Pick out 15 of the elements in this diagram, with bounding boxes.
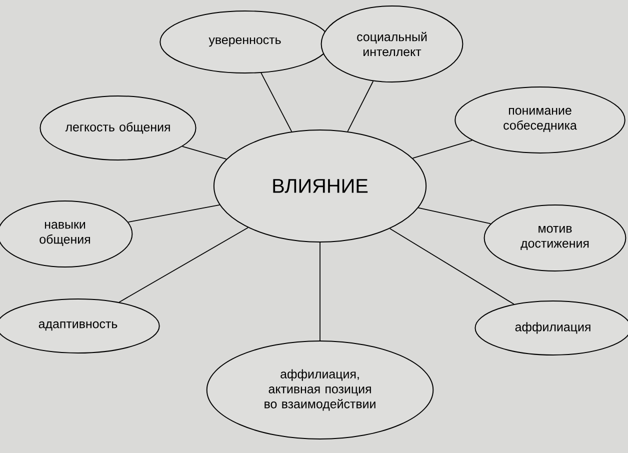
connector-line [182,146,227,160]
connector-line [347,80,374,132]
ellipse-node: мотив достижения [484,204,626,272]
ellipse-node: уверенность [160,10,330,74]
ellipse-node: социальный интеллект [320,6,464,82]
ellipse-node: легкость общения [40,96,196,160]
ellipse-node: ВЛИЯНИЕ [213,130,427,242]
connector-line [412,140,473,159]
ellipse-node: понимание собеседника [454,86,626,154]
connector-line [418,207,492,224]
connector-line [260,72,292,132]
connector-line [118,227,248,303]
connector-line [128,204,220,223]
ellipse-node: аффилиация, активная позиция во взаимодействии [206,340,434,440]
connector-line [390,228,514,305]
